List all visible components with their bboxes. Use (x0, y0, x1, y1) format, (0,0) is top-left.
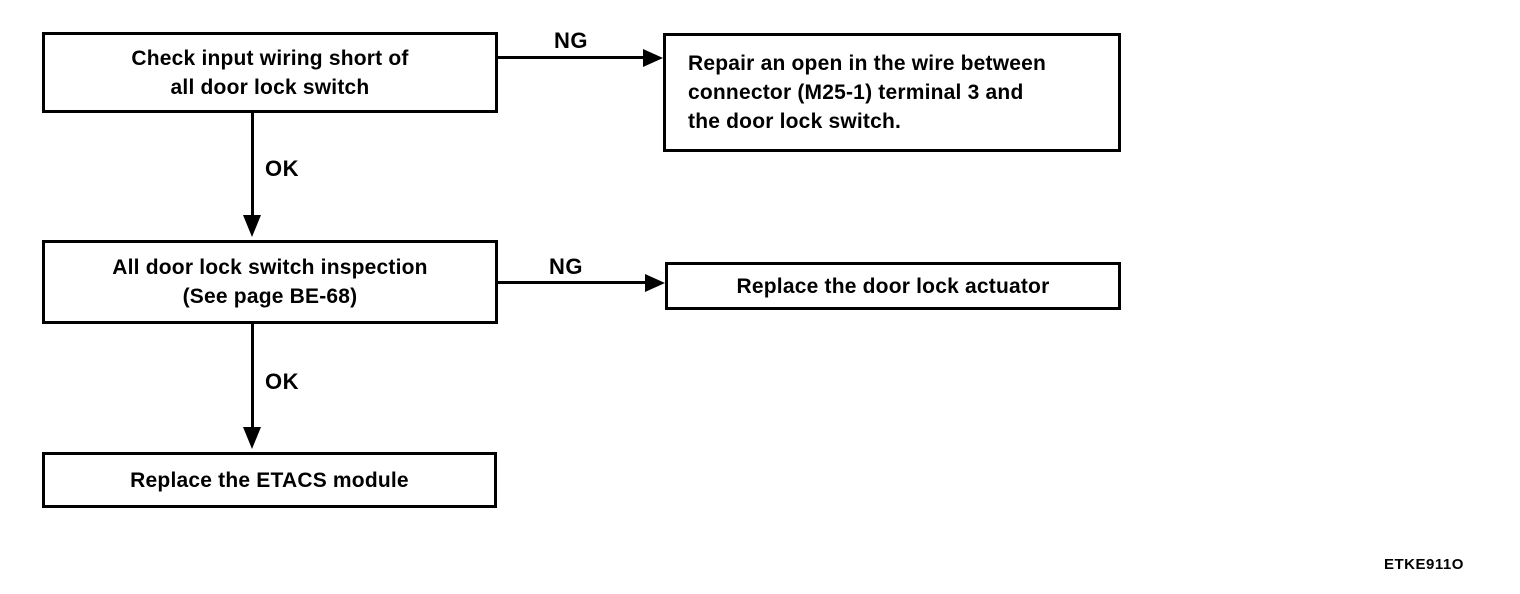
arrowhead-down-icon (243, 427, 261, 449)
flow-box-check-input-wiring: Check input wiring short of all door loc… (42, 32, 498, 113)
edge-line-ok-1 (251, 113, 254, 217)
edge-label-ok-2: OK (265, 369, 299, 394)
arrowhead-right-icon (645, 274, 665, 292)
edge-label-ng-2: NG (549, 254, 583, 279)
arrowhead-down-icon (243, 215, 261, 237)
flow-box-text-line: All door lock switch inspection (112, 256, 428, 279)
flow-box-repair-open-wire: Repair an open in the wire between conne… (663, 33, 1121, 152)
edge-line-ok-2 (251, 324, 254, 429)
flow-box-door-lock-switch-inspection: All door lock switch inspection (See pag… (42, 240, 498, 324)
flow-box-text-line: (See page BE-68) (182, 285, 358, 308)
arrowhead-right-icon (643, 49, 663, 67)
figure-code: ETKE911O (1384, 556, 1464, 573)
flow-box-replace-door-lock-actuator: Replace the door lock actuator (665, 262, 1121, 310)
flow-box-replace-etacs-module: Replace the ETACS module (42, 452, 497, 508)
edge-label-ok-1: OK (265, 156, 299, 181)
flow-box-text-line: Check input wiring short of (131, 46, 409, 70)
edge-line-ng-1 (498, 56, 644, 59)
flow-box-text-line: the door lock switch. (688, 110, 902, 133)
flow-box-text-line: Replace the ETACS module (130, 468, 409, 492)
flow-box-text-line: Repair an open in the wire between (688, 52, 1047, 75)
edge-label-ng-1: NG (554, 28, 588, 53)
flow-box-text-line: all door lock switch (170, 75, 370, 99)
flow-box-text-line: Replace the door lock actuator (736, 274, 1050, 298)
edge-line-ng-2 (498, 281, 646, 284)
flow-box-text-line: connector (M25-1) terminal 3 and (688, 81, 1024, 104)
